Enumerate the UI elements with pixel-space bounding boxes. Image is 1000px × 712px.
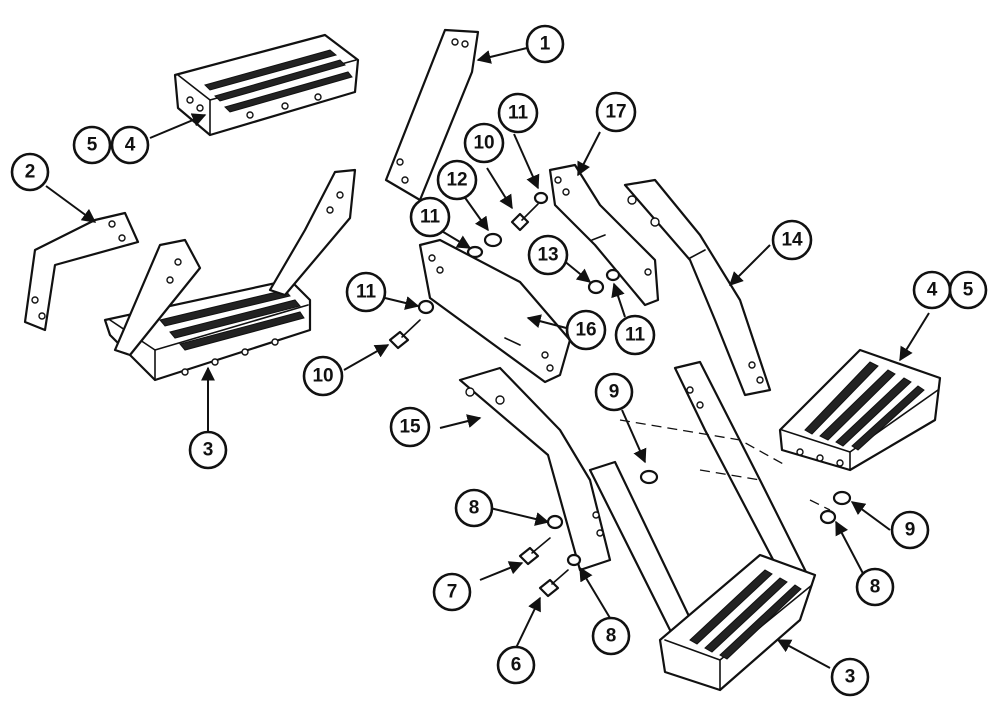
callout-8-right: 8	[855, 567, 895, 607]
callout-3-left: 3	[188, 430, 228, 470]
callout-8-center: 8	[591, 616, 631, 656]
callout-label: 8	[469, 498, 480, 519]
callout-5-top-left: 5	[72, 125, 112, 165]
callout-label: 8	[606, 626, 617, 647]
callout-4-top-left: 4	[110, 125, 150, 165]
callout-label: 7	[447, 582, 458, 603]
callout-15: 15	[389, 406, 431, 448]
callout-label: 4	[927, 280, 938, 301]
callout-9-right: 9	[890, 510, 930, 550]
callout-10-lower: 10	[302, 355, 344, 397]
bracket-part-1	[384, 28, 480, 202]
callout-label: 8	[870, 577, 881, 598]
callout-7: 7	[432, 572, 472, 612]
callout-4-right: 4	[912, 270, 952, 310]
callout-label: 11	[356, 282, 377, 303]
callout-11-top: 11	[497, 92, 539, 134]
callout-label: 5	[87, 135, 98, 156]
callout-3-right: 3	[830, 657, 870, 697]
callout-label: 9	[905, 520, 916, 541]
step-assembly-right	[588, 360, 831, 692]
callout-16: 16	[565, 309, 607, 351]
callout-label: 17	[605, 102, 626, 123]
callout-11-left: 11	[345, 271, 387, 313]
callout-label: 12	[446, 170, 467, 191]
callout-14: 14	[771, 219, 813, 261]
callout-label: 16	[575, 320, 596, 341]
callout-13: 13	[527, 234, 569, 276]
callout-label: 2	[25, 162, 36, 183]
callout-label: 15	[399, 417, 421, 438]
callout-label: 3	[845, 667, 856, 688]
callout-9-center: 9	[594, 372, 634, 412]
callout-10-upper: 10	[463, 122, 505, 164]
callout-label: 3	[203, 440, 214, 461]
plate-part-16	[418, 238, 572, 384]
hardware	[388, 191, 852, 598]
callout-label: 1	[540, 34, 551, 55]
bracket-part-2	[23, 211, 140, 332]
callout-label: 6	[511, 655, 522, 676]
callout-17: 17	[595, 91, 637, 133]
step-assembly-left	[103, 168, 357, 382]
callout-11-right: 11	[614, 314, 656, 356]
callout-label: 5	[963, 280, 974, 301]
callout-label: 13	[537, 245, 558, 266]
leader-lines	[45, 47, 930, 669]
callout-label: 11	[508, 103, 529, 124]
callout-label: 11	[420, 207, 441, 228]
plate-part-17	[548, 163, 660, 307]
callout-label: 9	[609, 382, 620, 403]
callout-1: 1	[525, 24, 565, 64]
step-tread-top-left	[173, 33, 360, 137]
callout-12: 12	[436, 159, 478, 201]
callout-11-mid-left: 11	[409, 196, 451, 238]
callout-5-right: 5	[948, 270, 988, 310]
callout-label: 14	[781, 230, 803, 251]
step-tread-right	[778, 348, 942, 472]
arm-part-15	[458, 366, 612, 572]
callout-label: 10	[312, 366, 333, 387]
callout-6: 6	[496, 645, 536, 685]
arm-part-14	[623, 178, 772, 397]
callout-label: 11	[625, 325, 646, 346]
callout-8-left: 8	[454, 488, 494, 528]
callout-label: 4	[125, 135, 136, 156]
callout-2: 2	[10, 152, 50, 192]
callout-label: 10	[473, 133, 494, 154]
